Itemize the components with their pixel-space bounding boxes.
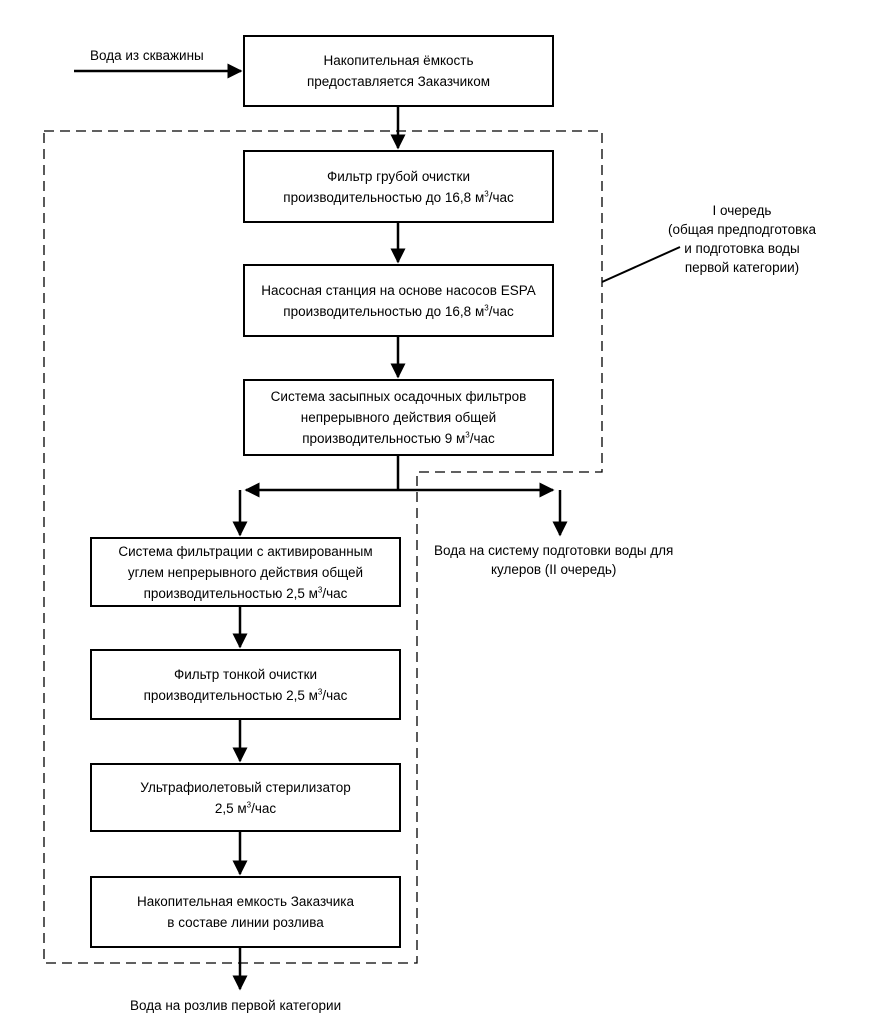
node-pump-line-1: Насосная станция на основе насосов ESPA <box>261 282 536 298</box>
node-carbon-line-2: углем непрерывного действия общей <box>127 564 364 580</box>
node-fine-rate: производительностью 2,5 м3/час <box>143 687 348 703</box>
node-carbon-rate: производительностью 2,5 м3/час <box>143 585 348 601</box>
node-tank-in-line-2: предоставляется Заказчиком <box>306 74 491 89</box>
node-carbon-filter: Система фильтрации с активированным угле… <box>90 537 401 607</box>
node-carbon-line-1: Система фильтрации с активированным <box>118 543 373 559</box>
node-uv-sterilizer: Ультрафиолетовый стерилизатор 2,5 м3/час <box>90 763 401 832</box>
label-stage1: I очередь (общая предподготовка и подгот… <box>668 203 816 275</box>
label-water-in: Вода из скважины <box>90 48 204 63</box>
node-tank-out-line-2: в составе линии розлива <box>167 915 324 930</box>
node-uv-line-1: Ультрафиолетовый стерилизатор <box>140 779 351 795</box>
node-sediment-rate: производительностью 9 м3/час <box>302 430 495 446</box>
node-pump-station: Насосная станция на основе насосов ESPA … <box>243 264 554 337</box>
label-coolers: Вода на систему подготовки воды для куле… <box>434 543 674 577</box>
node-tank-out-line-1: Накопительная емкость Заказчика <box>136 894 355 909</box>
node-tank-out: Накопительная емкость Заказчика в состав… <box>90 876 401 948</box>
node-fine-filter: Фильтр тонкой очистки производительность… <box>90 649 401 720</box>
node-tank-in-line-1: Накопительная ёмкость <box>323 53 474 68</box>
node-sediment-filters: Система засыпных осадочных фильтров непр… <box>243 379 554 456</box>
node-fine-line-1: Фильтр тонкой очистки <box>173 666 318 682</box>
node-sediment-line-1: Система засыпных осадочных фильтров <box>270 389 527 404</box>
node-uv-rate: 2,5 м3/час <box>214 800 277 816</box>
node-coarse-line-1: Фильтр грубой очистки <box>327 168 470 184</box>
node-pump-rate: производительностью до 16,8 м3/час <box>283 303 514 319</box>
node-sediment-line-2: непрерывного действия общей <box>300 410 497 425</box>
node-coarse-filter: Фильтр грубой очистки производительность… <box>243 150 554 223</box>
label-output: Вода на розлив первой категории <box>130 998 342 1013</box>
node-coarse-rate: производительностью до 16,8 м3/час <box>283 189 514 205</box>
node-tank-in: Накопительная ёмкость предоставляется За… <box>243 35 554 107</box>
stage1-leader-line <box>601 246 681 283</box>
